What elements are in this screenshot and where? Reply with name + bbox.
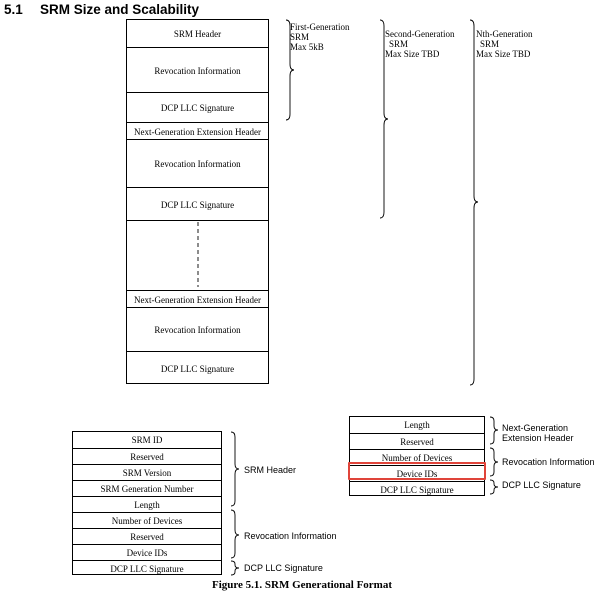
row-device-ids: Device IDs: [73, 544, 221, 561]
srm-stack-diagram: SRM Header Revocation Information DCP LL…: [126, 19, 269, 384]
extension-header-brace: [489, 416, 499, 445]
revocation-info-block-2: Revocation Information: [127, 139, 268, 188]
figure-caption: Figure 5.1. SRM Generational Format: [211, 579, 393, 591]
next-generation-srm-format: Length Reserved Number of Devices Device…: [349, 416, 485, 496]
srm-header-brace: [230, 431, 240, 507]
row-reserved: Reserved: [350, 433, 484, 450]
row-dcp-llc-signature: DCP LLC Signature: [350, 481, 484, 498]
signature-block-3: DCP LLC Signature: [127, 351, 268, 386]
row-srm-generation-number: SRM Generation Number: [73, 480, 221, 497]
row-srm-version: SRM Version: [73, 464, 221, 481]
section-heading: 5.1 SRM Size and Scalability: [4, 2, 199, 17]
row-reserved-1: Reserved: [73, 448, 221, 465]
row-length: Length: [404, 420, 430, 430]
row-device-ids: Device IDs: [350, 465, 484, 482]
row-number-of-devices: Number of Devices: [73, 512, 221, 529]
dcp-llc-signature-label: DCP LLC Signature: [244, 563, 323, 573]
row-length: Length: [73, 496, 221, 513]
extension-header-block-1: Next-Generation Extension Header: [127, 122, 268, 140]
signature-block-2: DCP LLC Signature: [127, 187, 268, 221]
dcp-llc-signature-brace: [230, 560, 240, 576]
revocation-info-block-3: Revocation Information: [127, 307, 268, 352]
srm-header-label: SRM Header: [244, 465, 297, 475]
first-generation-srm-format: SRM ID Reserved SRM Version SRM Generati…: [72, 431, 222, 575]
dcp-llc-signature-brace-right: [489, 479, 499, 495]
revocation-information-brace-right: [489, 447, 499, 477]
signature-block-1: DCP LLC Signature: [127, 92, 268, 123]
row-reserved-2: Reserved: [73, 528, 221, 545]
row-srm-id: SRM ID: [131, 435, 163, 445]
srm-header-block: SRM Header: [173, 28, 222, 39]
extension-header-block-2: Next-Generation Extension Header: [127, 290, 268, 308]
section-title: SRM Size and Scalability: [40, 2, 200, 17]
continuation-gap: [127, 220, 268, 291]
revocation-information-label: Revocation Information: [244, 531, 337, 541]
revocation-info-block-1: Revocation Information: [127, 47, 268, 93]
revocation-information-label: Revocation Information: [502, 457, 595, 467]
nth-generation-brace: [469, 19, 479, 386]
revocation-information-brace: [230, 509, 240, 559]
row-dcp-llc-signature: DCP LLC Signature: [73, 560, 221, 577]
section-number: 5.1: [4, 2, 23, 17]
device-ids-highlight: [348, 462, 486, 480]
dcp-llc-signature-label: DCP LLC Signature: [502, 480, 581, 490]
row-number-of-devices: Number of Devices: [350, 449, 484, 466]
